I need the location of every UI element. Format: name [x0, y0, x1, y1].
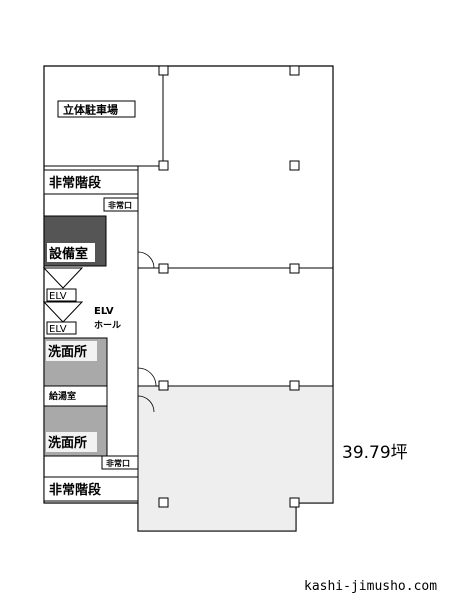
washroom-2-label-bg: [46, 432, 97, 452]
column: [158, 380, 169, 391]
stairs-bottom-box: [43, 476, 139, 502]
stairs-top-label: 非常階段: [49, 175, 101, 191]
equipment-label-bg: [47, 243, 95, 262]
door-swing-3: [137, 395, 155, 413]
stairs-top-box: [43, 169, 139, 195]
column: [158, 497, 169, 508]
parking-label-box: [57, 100, 136, 118]
column: [289, 65, 300, 76]
exit-top-box: [103, 197, 139, 212]
elevator-1-box: [46, 288, 77, 302]
elevator-2-car: [42, 301, 84, 323]
door-swing-1: [137, 251, 155, 269]
site-watermark: kashi-jimusho.com: [304, 579, 437, 594]
elevator-hall-label-2: ホール: [94, 320, 121, 331]
elevator-2-label: ELV: [49, 324, 67, 335]
exit-top-label: 非常口: [108, 200, 132, 210]
column: [158, 263, 169, 274]
equipment-label: 設備室: [49, 246, 88, 262]
kitchenette-label: 給湯室: [49, 390, 76, 402]
column: [158, 65, 169, 76]
door-swing-2: [137, 367, 157, 387]
elevator-2-box: [46, 321, 77, 335]
column: [289, 160, 300, 171]
column: [289, 497, 300, 508]
elevator-hall-label-1: ELV: [94, 306, 114, 317]
columns: [158, 65, 300, 508]
highlighted-unit: [137, 385, 334, 532]
exit-bottom-label: 非常口: [106, 458, 130, 468]
parking-label: 立体駐車場: [63, 103, 118, 117]
column: [289, 380, 300, 391]
column: [158, 160, 169, 171]
area-label: 39.79坪: [342, 443, 408, 463]
washroom-2-label: 洗面所: [48, 435, 87, 451]
column: [289, 263, 300, 274]
exit-bottom-box: [101, 455, 139, 470]
elevator-1-label: ELV: [49, 291, 67, 302]
washroom-1-label-bg: [46, 341, 97, 361]
washroom-1-label: 洗面所: [48, 344, 87, 360]
stairs-bottom-label: 非常階段: [49, 482, 101, 498]
elevator-1-car: [42, 267, 84, 289]
